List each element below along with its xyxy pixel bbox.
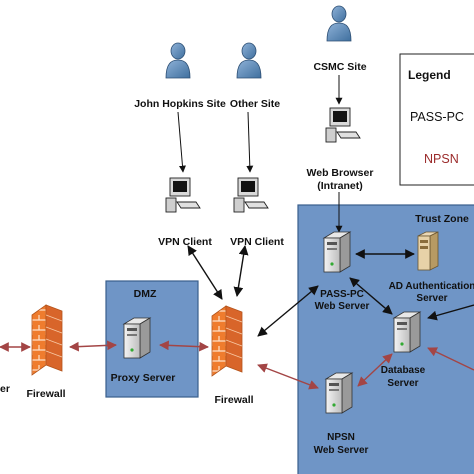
- trust-zone-label: Trust Zone: [415, 213, 469, 225]
- database-server-label-line2: Server: [387, 378, 418, 389]
- legend-item-pass-pc: PASS-PC: [410, 110, 464, 124]
- csmc-site-label: CSMC Site: [313, 61, 366, 73]
- proxy-server-label: Proxy Server: [111, 372, 176, 384]
- dmz-zone: [105, 280, 199, 398]
- edge-passpc-to-db: [349, 277, 393, 315]
- firewall-center-label: Firewall: [214, 394, 253, 406]
- john-hopkins-site-label: John Hopkins Site: [134, 98, 226, 110]
- ad-server-label-line1: AD Authentication: [389, 281, 474, 292]
- csmc-user-icon: [326, 5, 352, 42]
- edge-vpn1-to-firewall: [187, 245, 223, 300]
- edge-db-to-offscreen-red: [427, 347, 474, 371]
- edge-other-to-vpn2: [246, 111, 254, 173]
- edge-proxy-to-firewall: [159, 340, 209, 352]
- legend-item-npsn: NPSN: [424, 152, 459, 166]
- npsn-server-icon: [325, 372, 353, 414]
- firewall-center-icon: [211, 305, 243, 377]
- database-server-label-line1: Database: [381, 365, 426, 376]
- edge-vpn2-to-firewall: [233, 245, 249, 297]
- firewall-left-icon: [31, 304, 63, 376]
- vpn-client-2-pc-icon: [233, 177, 269, 213]
- john-hopkins-user-icon: [165, 42, 191, 79]
- web-browser-pc-icon: [325, 107, 361, 143]
- edge-npsn-to-db: [357, 353, 393, 387]
- other-site-user-icon: [236, 42, 262, 79]
- web-browser-label-line2: (Intranet): [317, 180, 363, 192]
- edge-db-to-offscreen: [427, 304, 474, 321]
- vpn-client-2-label: VPN Client: [230, 236, 284, 248]
- pass-pc-server-label-line2: Web Server: [315, 301, 370, 312]
- edge-firewall-to-npsn: [257, 363, 319, 390]
- web-browser-label-line1: Web Browser: [307, 167, 374, 179]
- ad-server-icon: [417, 231, 439, 271]
- pass-pc-server-label-line1: PASS-PC: [320, 289, 364, 300]
- legend-title: Legend: [408, 68, 451, 82]
- left-offscreen-label: er: [0, 383, 10, 395]
- ad-server-label-line2: Server: [416, 293, 447, 304]
- npsn-server-label-line1: NPSN: [327, 432, 355, 443]
- edge-jh-to-vpn1: [177, 111, 186, 173]
- edge-firewall-to-proxy: [69, 340, 117, 352]
- proxy-server-icon: [123, 317, 151, 359]
- other-site-label: Other Site: [230, 98, 280, 110]
- npsn-server-label-line2: Web Server: [314, 445, 369, 456]
- firewall-left-label: Firewall: [26, 388, 65, 400]
- database-server-icon: [393, 311, 421, 353]
- vpn-client-1-pc-icon: [165, 177, 201, 213]
- vpn-client-1-label: VPN Client: [158, 236, 212, 248]
- edge-firewall-to-passpc: [257, 285, 319, 337]
- legend-box: [399, 53, 474, 186]
- dmz-label: DMZ: [134, 288, 157, 300]
- pass-pc-server-icon: [323, 231, 351, 273]
